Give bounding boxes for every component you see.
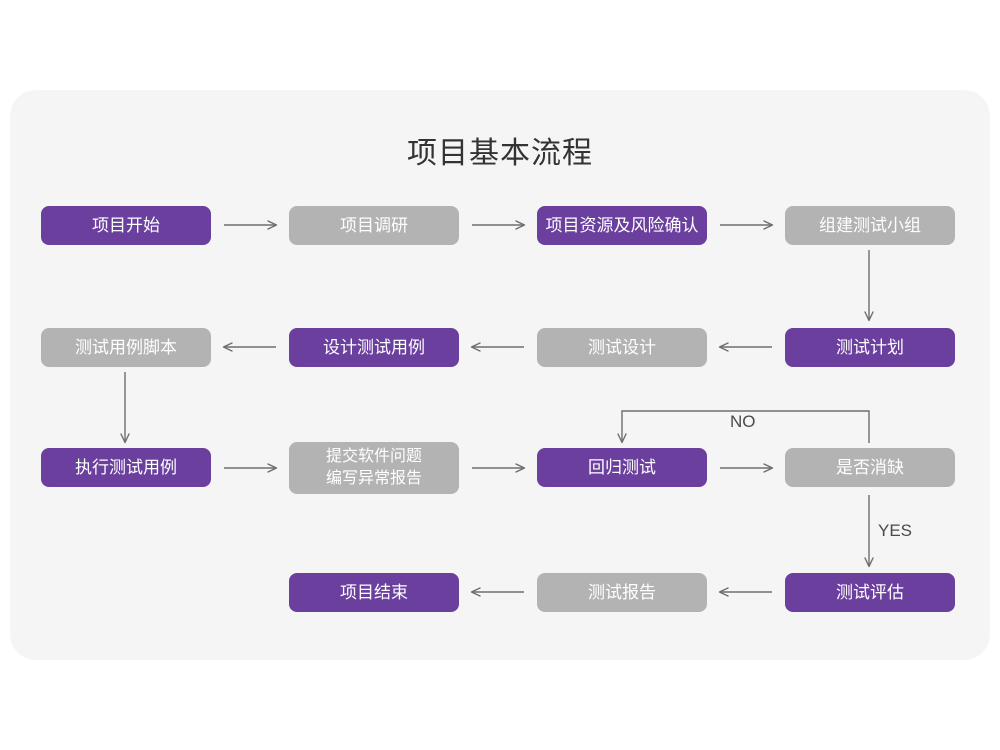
node-build-test-team[interactable]: 组建测试小组 (785, 206, 955, 245)
node-project-start[interactable]: 项目开始 (41, 206, 211, 245)
edge-label-yes: YES (878, 521, 913, 540)
node-regression-test[interactable]: 回归测试 (537, 448, 707, 487)
page-title: 项目基本流程 (407, 137, 593, 170)
node-design-test-case[interactable]: 设计测试用例 (289, 328, 459, 367)
edge-label-no: NO (730, 412, 756, 431)
node-test-design[interactable]: 测试设计 (537, 328, 707, 367)
node-execute-test-case[interactable]: 执行测试用例 (41, 448, 211, 487)
node-defect-resolved-decision[interactable]: 是否消缺 (785, 448, 955, 487)
node-submit-issue-report[interactable]: 提交软件问题 编写异常报告 (289, 442, 459, 494)
node-test-evaluation[interactable]: 测试评估 (785, 573, 955, 612)
node-test-plan[interactable]: 测试计划 (785, 328, 955, 367)
node-test-report[interactable]: 测试报告 (537, 573, 707, 612)
node-project-research[interactable]: 项目调研 (289, 206, 459, 245)
node-test-case-script[interactable]: 测试用例脚本 (41, 328, 211, 367)
diagram-panel (10, 90, 990, 660)
node-project-end[interactable]: 项目结束 (289, 573, 459, 612)
node-resource-risk-confirm[interactable]: 项目资源及风险确认 (537, 206, 707, 245)
